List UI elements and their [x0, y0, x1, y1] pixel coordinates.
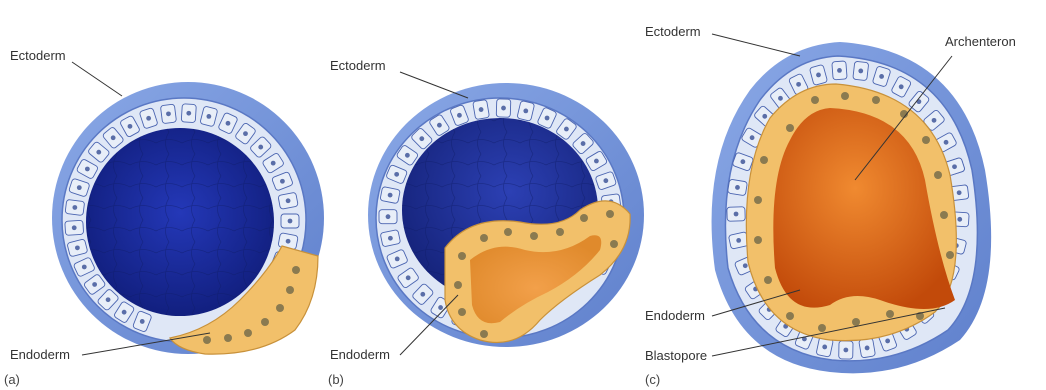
panel-c-ectoderm-nucleus	[858, 69, 863, 74]
panel-c-blastopore-label: Blastopore	[645, 348, 707, 363]
panel-a-ectoderm-nucleus	[280, 179, 285, 184]
panel-a-ectoderm-leader	[72, 62, 122, 96]
panel-a-ectoderm-nucleus	[82, 265, 87, 270]
panel-a-ectoderm-nucleus	[186, 111, 191, 116]
panel-c-ectoderm-nucleus	[750, 135, 755, 140]
panel-a-ectoderm-nucleus	[271, 161, 276, 166]
panel-a-label: (a)	[4, 372, 20, 387]
panel-b-ectoderm-nucleus	[564, 127, 569, 132]
panel-b-ectoderm-nucleus	[501, 106, 506, 111]
panel-c-ectoderm-nucleus	[932, 118, 937, 123]
panel-a-ectoderm-label: Ectoderm	[10, 48, 66, 63]
panel-a-ectoderm-nucleus	[75, 245, 80, 250]
panel-a-blastula: Ectoderm Endoderm (a)	[4, 48, 324, 387]
panel-c-ectoderm-nucleus	[778, 96, 783, 101]
panel-b-ectoderm-nucleus	[581, 141, 586, 146]
panel-c-ectoderm-nucleus	[816, 73, 821, 78]
panel-b-ectoderm-nucleus	[545, 116, 550, 121]
panel-c-endoderm-label: Endoderm	[645, 308, 705, 323]
panel-c-ectoderm-nucleus	[944, 140, 949, 145]
panel-c-ectoderm-nucleus	[879, 74, 884, 79]
panel-b-ectoderm-nucleus	[438, 305, 443, 310]
panel-c-ectoderm-label: Ectoderm	[645, 24, 701, 39]
panel-a-ectoderm-nucleus	[286, 239, 291, 244]
panel-c-late-gastrula: Ectoderm Archenteron Endoderm Blastopore…	[645, 24, 1016, 387]
panel-c-ectoderm-nucleus	[734, 212, 739, 217]
panel-b-ectoderm-nucleus	[437, 123, 442, 128]
panel-c-ectoderm-nucleus	[885, 339, 890, 344]
panel-a-ectoderm-nucleus	[128, 124, 133, 129]
panel-a-ectoderm-nucleus	[140, 319, 145, 324]
panel-c-ectoderm-nucleus	[736, 238, 741, 243]
panel-b-label: (b)	[328, 372, 344, 387]
panel-c-ectoderm-nucleus	[957, 190, 962, 195]
panel-c-ectoderm-nucleus	[952, 164, 957, 169]
panel-c-ectoderm-nucleus	[865, 346, 870, 351]
panel-a-ectoderm-nucleus	[146, 116, 151, 121]
panel-b-ectoderm-nucleus	[388, 193, 393, 198]
panel-a-ectoderm-nucleus	[286, 198, 291, 203]
panel-a-ectoderm-nucleus	[106, 297, 111, 302]
panel-b-ectoderm-nucleus	[395, 256, 400, 261]
panel-b-ectoderm-label: Ectoderm	[330, 58, 386, 73]
panel-a-ectoderm-nucleus	[206, 114, 211, 119]
panel-a-ectoderm-nucleus	[96, 150, 101, 155]
panel-a-blastocoel-texture	[86, 128, 274, 316]
panel-c-ectoderm-nucleus	[843, 348, 848, 353]
panel-b-ectoderm-nucleus	[394, 172, 399, 177]
panel-a-ectoderm-nucleus	[166, 111, 171, 116]
panel-a-ectoderm-nucleus	[72, 205, 77, 210]
panel-a-ectoderm-nucleus	[258, 145, 263, 150]
panel-b-ectoderm-leader	[400, 72, 468, 98]
panel-b-ectoderm-nucleus	[419, 136, 424, 141]
panel-c-archenteron-label: Archenteron	[945, 34, 1016, 49]
panel-a-ectoderm-nucleus	[92, 282, 97, 287]
panel-a-ectoderm-nucleus	[111, 135, 116, 140]
panel-c-ectoderm-nucleus	[822, 345, 827, 350]
panel-c-ectoderm-nucleus	[762, 114, 767, 119]
panel-c-ectoderm-nucleus	[837, 68, 842, 73]
panel-b-ectoderm-nucleus	[523, 109, 528, 114]
panel-c-ectoderm-nucleus	[957, 217, 962, 222]
panel-a-ectoderm-nucleus	[288, 219, 293, 224]
panel-c-ectoderm-leader	[712, 34, 800, 56]
panel-c-ectoderm-nucleus	[796, 82, 801, 87]
panel-a-ectoderm-nucleus	[77, 185, 82, 190]
panel-c-label: (c)	[645, 372, 660, 387]
panel-b-early-gastrula: Ectoderm Endoderm (b)	[328, 58, 644, 387]
panel-b-ectoderm-nucleus	[420, 292, 425, 297]
panel-a-ectoderm-nucleus	[72, 225, 77, 230]
panel-a-ectoderm-nucleus	[243, 131, 248, 136]
panel-b-ectoderm-nucleus	[457, 113, 462, 118]
panel-a-ectoderm-nucleus	[122, 310, 127, 315]
panel-b-ectoderm-nucleus	[479, 107, 484, 112]
panel-b-ectoderm-nucleus	[406, 275, 411, 280]
panel-c-ectoderm-nucleus	[743, 263, 748, 268]
panel-b-ectoderm-nucleus	[603, 178, 608, 183]
panel-a-ectoderm-nucleus	[85, 167, 90, 172]
panel-b-ectoderm-nucleus	[386, 214, 391, 219]
panel-a-ectoderm-nucleus	[226, 121, 231, 126]
panel-c-ectoderm-nucleus	[899, 84, 904, 89]
panel-b-ectoderm-nucleus	[388, 236, 393, 241]
panel-c-ectoderm-nucleus	[735, 185, 740, 190]
panel-b-ectoderm-nucleus	[405, 153, 410, 158]
panel-b-ectoderm-nucleus	[594, 159, 599, 164]
panel-a-endoderm-label: Endoderm	[10, 347, 70, 362]
panel-b-endoderm-label: Endoderm	[330, 347, 390, 362]
panel-c-ectoderm-nucleus	[740, 159, 745, 164]
